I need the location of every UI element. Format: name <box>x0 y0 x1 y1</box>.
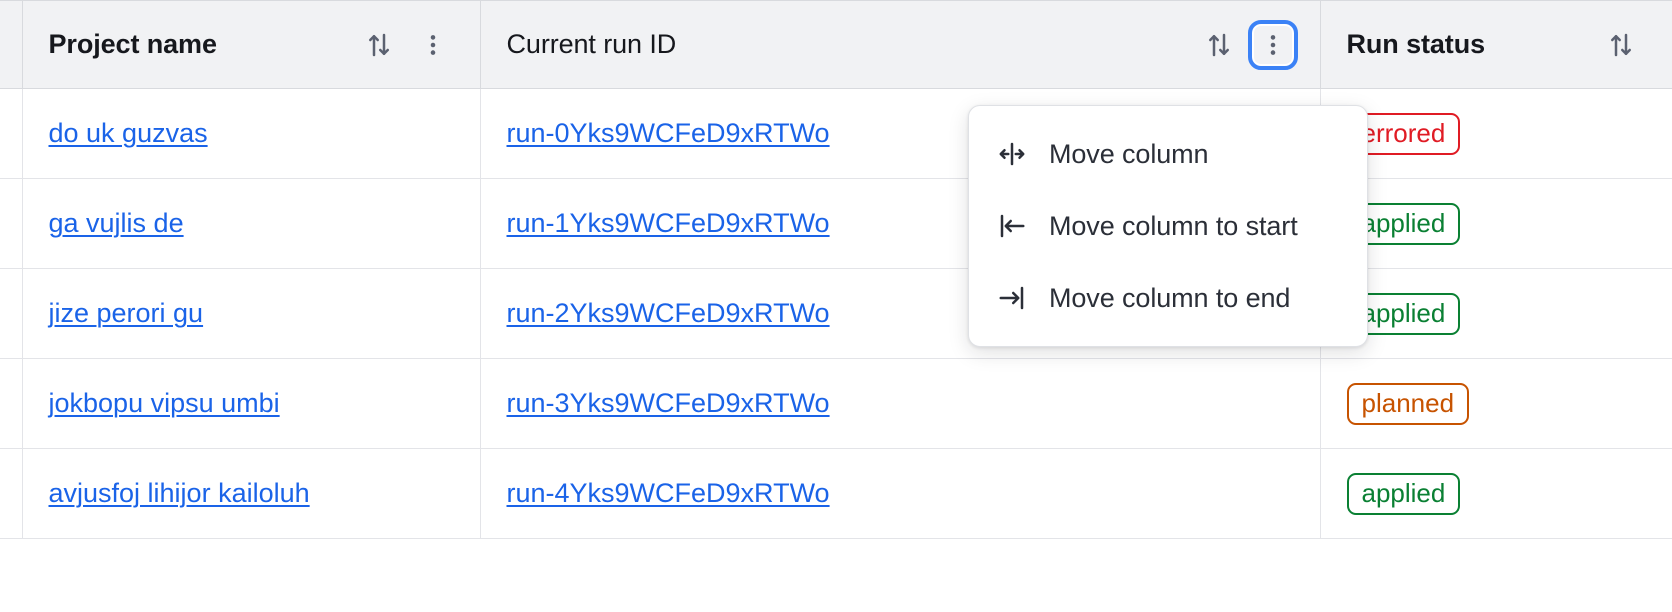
cell-project-name: do uk guzvas <box>22 88 481 179</box>
table-header-row: Project name <box>0 0 1672 89</box>
header-label-run-status: Run status <box>1346 29 1486 59</box>
project-name-link[interactable]: jize perori gu <box>48 298 204 328</box>
table-row: do uk guzvas run-0Yks9WCFeD9xRTWo errore… <box>0 88 1672 179</box>
projects-table: Project name <box>0 0 1672 539</box>
move-column-to-end-icon <box>997 283 1031 313</box>
header-label-current-run-id: Current run ID <box>506 29 677 59</box>
sort-button-run-status[interactable] <box>1600 24 1642 66</box>
table-row: jokbopu vipsu umbi run-3Yks9WCFeD9xRTWo … <box>0 358 1672 449</box>
cell-project-name: avjusfoj lihijor kailoluh <box>22 448 481 539</box>
cell-run-status: errored <box>1320 88 1672 179</box>
menu-item-label: Move column <box>1049 138 1209 169</box>
column-menu-button-current-run-id[interactable] <box>1247 19 1298 70</box>
kebab-menu-icon <box>1260 32 1286 58</box>
cell-current-run-id: run-4Yks9WCFeD9xRTWo <box>480 448 1321 539</box>
column-menu-button-project-name[interactable] <box>412 24 454 66</box>
menu-item-label: Move column to start <box>1049 210 1298 241</box>
table-body: do uk guzvas run-0Yks9WCFeD9xRTWo errore… <box>0 88 1672 539</box>
move-column-icon <box>997 139 1031 169</box>
header-gutter-cell <box>0 0 23 89</box>
run-id-link[interactable]: run-0Yks9WCFeD9xRTWo <box>506 118 830 148</box>
header-label-project-name: Project name <box>48 29 217 59</box>
table-row: ga vujlis de run-1Yks9WCFeD9xRTWo applie… <box>0 178 1672 269</box>
status-badge: applied <box>1346 472 1461 515</box>
status-badge: planned <box>1346 382 1470 425</box>
cell-project-name: jize perori gu <box>22 268 481 359</box>
row-gutter-cell <box>0 88 23 179</box>
row-gutter-cell <box>0 448 23 539</box>
cell-project-name: jokbopu vipsu umbi <box>22 358 481 449</box>
run-id-link[interactable]: run-4Yks9WCFeD9xRTWo <box>506 478 830 508</box>
table-row: avjusfoj lihijor kailoluh run-4Yks9WCFeD… <box>0 448 1672 539</box>
sort-updown-icon <box>1204 30 1234 60</box>
cell-run-status: planned <box>1320 358 1672 449</box>
menu-item-move-column-to-start[interactable]: Move column to start <box>969 190 1367 262</box>
menu-item-move-column-to-end[interactable]: Move column to end <box>969 262 1367 334</box>
header-cell-project-name: Project name <box>22 0 481 89</box>
sort-button-current-run-id[interactable] <box>1198 24 1240 66</box>
cell-run-status: applied <box>1320 268 1672 359</box>
row-gutter-cell <box>0 178 23 269</box>
project-name-link[interactable]: jokbopu vipsu umbi <box>48 388 280 418</box>
move-column-to-start-icon <box>997 211 1031 241</box>
table-row: jize perori gu run-2Yks9WCFeD9xRTWo appl… <box>0 268 1672 359</box>
table-header: Project name <box>0 0 1672 89</box>
sort-updown-icon <box>364 30 394 60</box>
run-id-link[interactable]: run-1Yks9WCFeD9xRTWo <box>506 208 830 238</box>
cell-run-status: applied <box>1320 178 1672 269</box>
cell-current-run-id: run-3Yks9WCFeD9xRTWo <box>480 358 1321 449</box>
project-name-link[interactable]: do uk guzvas <box>48 118 208 148</box>
status-badge: errored <box>1346 112 1461 155</box>
project-name-link[interactable]: ga vujlis de <box>48 208 184 238</box>
run-id-link[interactable]: run-2Yks9WCFeD9xRTWo <box>506 298 830 328</box>
kebab-menu-icon <box>420 32 446 58</box>
cell-project-name: ga vujlis de <box>22 178 481 269</box>
column-options-menu: Move column Move column to start Move co… <box>968 105 1368 347</box>
cell-run-status: applied <box>1320 448 1672 539</box>
sort-button-project-name[interactable] <box>358 24 400 66</box>
menu-item-label: Move column to end <box>1049 282 1291 313</box>
header-cell-run-status: Run status <box>1320 0 1672 89</box>
header-cell-current-run-id: Current run ID <box>480 0 1321 89</box>
row-gutter-cell <box>0 268 23 359</box>
run-id-link[interactable]: run-3Yks9WCFeD9xRTWo <box>506 388 830 418</box>
row-gutter-cell <box>0 358 23 449</box>
project-name-link[interactable]: avjusfoj lihijor kailoluh <box>48 478 310 508</box>
sort-updown-icon <box>1606 30 1636 60</box>
menu-item-move-column[interactable]: Move column <box>969 118 1367 190</box>
